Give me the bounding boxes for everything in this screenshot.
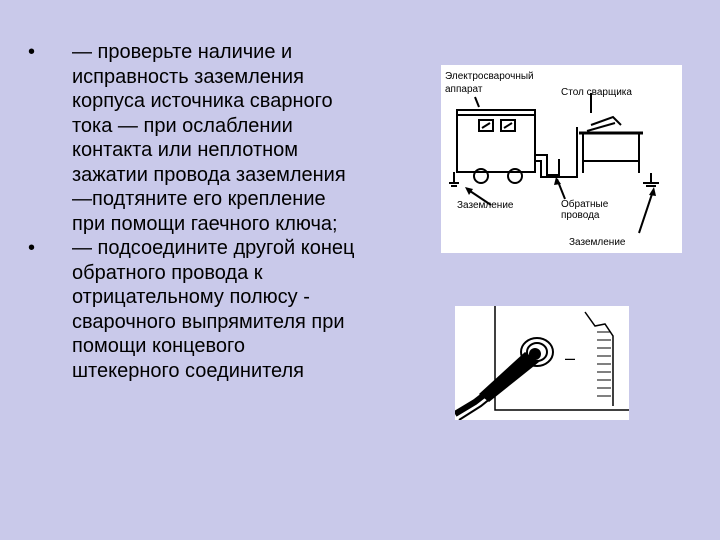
bullet-marker: • bbox=[28, 237, 36, 259]
label-welding-apparatus-1: Электросварочный bbox=[445, 71, 534, 82]
bullet-line: штекерного соединителя bbox=[72, 359, 305, 382]
label-return-wires-2: провода bbox=[561, 210, 600, 221]
bullet-line: —подтяните его крепление bbox=[72, 188, 326, 210]
bullet-line: тока — при ослаблении bbox=[72, 114, 293, 137]
plug-connector-drawing: – bbox=[455, 306, 629, 420]
rectifier-panel-shape bbox=[494, 306, 629, 411]
bullet-line: исправность заземления bbox=[72, 65, 304, 88]
wheel-right-shape bbox=[507, 168, 523, 184]
welder-body-shape bbox=[456, 109, 536, 173]
welding-setup-drawing: Электросварочный аппарат Стол сварщика З… bbox=[445, 71, 659, 248]
bullet-line: при помощи гаечного ключа; bbox=[72, 212, 338, 235]
label-return-wires-1: Обратные bbox=[561, 198, 609, 210]
plug-connector-photo: – bbox=[455, 306, 629, 420]
bullet-line: отрицательному полюсу - bbox=[72, 286, 310, 308]
socket-ring-shape bbox=[520, 337, 554, 367]
bullet-item-grounding: • — проверьте наличие и исправность зазе… bbox=[28, 40, 428, 236]
bullet-marker: • bbox=[28, 41, 36, 63]
bullet-line: сварочного выпрямителя при bbox=[72, 310, 345, 333]
label-ground-right: Заземление bbox=[569, 237, 626, 248]
polarity-minus-sign: – bbox=[565, 348, 575, 368]
label-welding-apparatus-2: аппарат bbox=[445, 84, 483, 95]
welding-setup-diagram: Электросварочный аппарат Стол сварщика З… bbox=[441, 65, 682, 253]
bullet-line: — подсоедините другой конец bbox=[72, 237, 355, 259]
bullet-list: • — проверьте наличие и исправность зазе… bbox=[28, 40, 428, 383]
label-ground-left: Заземление bbox=[457, 200, 514, 211]
bullet-line: обратного провода к bbox=[72, 261, 263, 284]
label-welder-table: Стол сварщика bbox=[561, 87, 632, 98]
bullet-item-connect: • — подсоедините другой конец обратного … bbox=[28, 236, 428, 383]
bullet-line: корпуса источника сварного bbox=[72, 90, 333, 112]
bullet-line: помощи концевого bbox=[72, 335, 246, 357]
bullet-line: контакта или неплотном bbox=[72, 139, 299, 161]
bullet-line: зажатии провода заземления bbox=[72, 163, 346, 186]
wheel-left-shape bbox=[473, 168, 489, 184]
bullet-line: — проверьте наличие и bbox=[72, 41, 293, 63]
